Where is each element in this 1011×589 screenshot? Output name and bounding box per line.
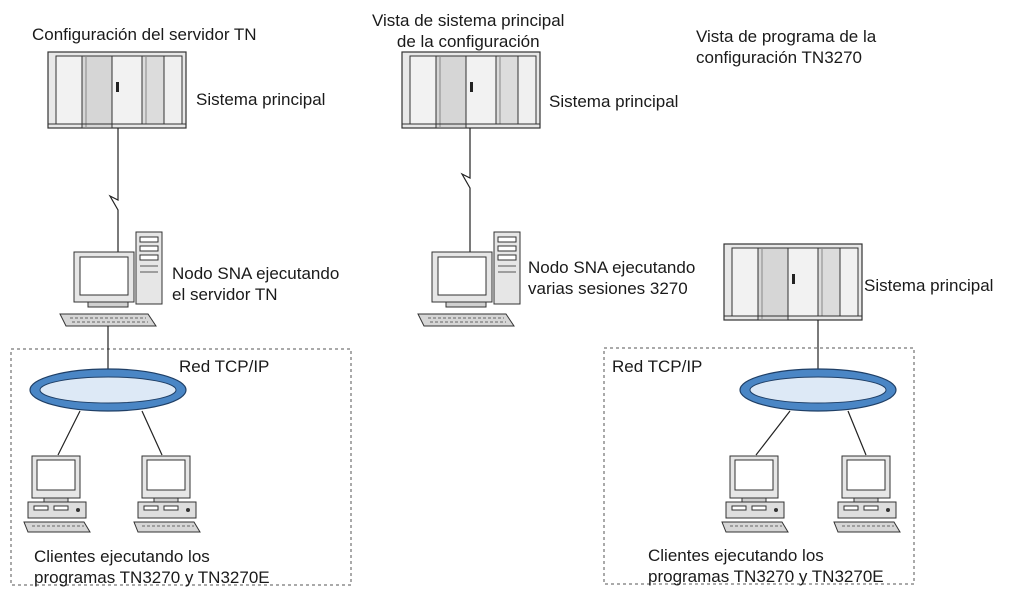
middle-title-line2: de la configuración [396,32,540,51]
right-ring-to-client1-line [755,410,791,456]
left-client-2-icon [133,455,201,533]
left-ring-to-client2-line [141,410,163,456]
middle-node-label-line2: varias sesiones 3270 [528,279,688,298]
middle-host-label: Sistema principal [549,92,679,111]
left-node-label: Nodo SNA ejecutando el servidor TN [172,263,339,305]
middle-title: Vista de sistema principal de la configu… [372,10,564,52]
left-clients-label-line2: programas TN3270 y TN3270E [34,568,270,587]
middle-sna-node-icon [417,231,521,327]
left-host-label: Sistema principal [196,90,326,109]
right-title: Vista de programa de la configuración TN… [696,26,876,68]
right-network-label: Red TCP/IP [612,357,703,376]
left-host-link [108,128,119,262]
right-host-label: Sistema principal [864,276,994,295]
right-network-box [603,347,915,585]
middle-node-label: Nodo SNA ejecutando varias sesiones 3270 [528,257,695,299]
right-clients-label-line2: programas TN3270 y TN3270E [648,567,884,586]
right-clients-label-line1: Clientes ejecutando los [648,546,824,565]
left-tcpip-ring [29,368,187,412]
right-client-2-icon [833,455,901,533]
middle-host-icon [401,51,541,129]
left-client-1-icon [23,455,91,533]
left-network-box [10,348,352,586]
right-tcpip-ring [739,368,897,412]
left-title: Configuración del servidor TN [32,25,257,44]
right-clients-label: Clientes ejecutando los programas TN3270… [648,545,884,587]
left-sna-node-icon [59,231,163,327]
middle-title-line1: Vista de sistema principal [372,11,565,30]
right-client-1-icon [721,455,789,533]
right-title-line2: configuración TN3270 [696,48,863,67]
left-host-icon [47,51,187,129]
middle-host-link [460,128,471,262]
left-node-label-line2: el servidor TN [172,285,278,304]
left-clients-label: Clientes ejecutando los programas TN3270… [34,546,270,588]
left-node-label-line1: Nodo SNA ejecutando [172,264,340,283]
left-network-label: Red TCP/IP [179,357,270,376]
right-title-line1: Vista de programa de la [696,27,877,46]
right-ring-to-client2-line [847,410,867,456]
left-clients-label-line1: Clientes ejecutando los [34,547,210,566]
right-host-icon [723,243,863,321]
middle-node-label-line1: Nodo SNA ejecutando [528,258,696,277]
left-ring-to-client1-line [57,410,81,456]
